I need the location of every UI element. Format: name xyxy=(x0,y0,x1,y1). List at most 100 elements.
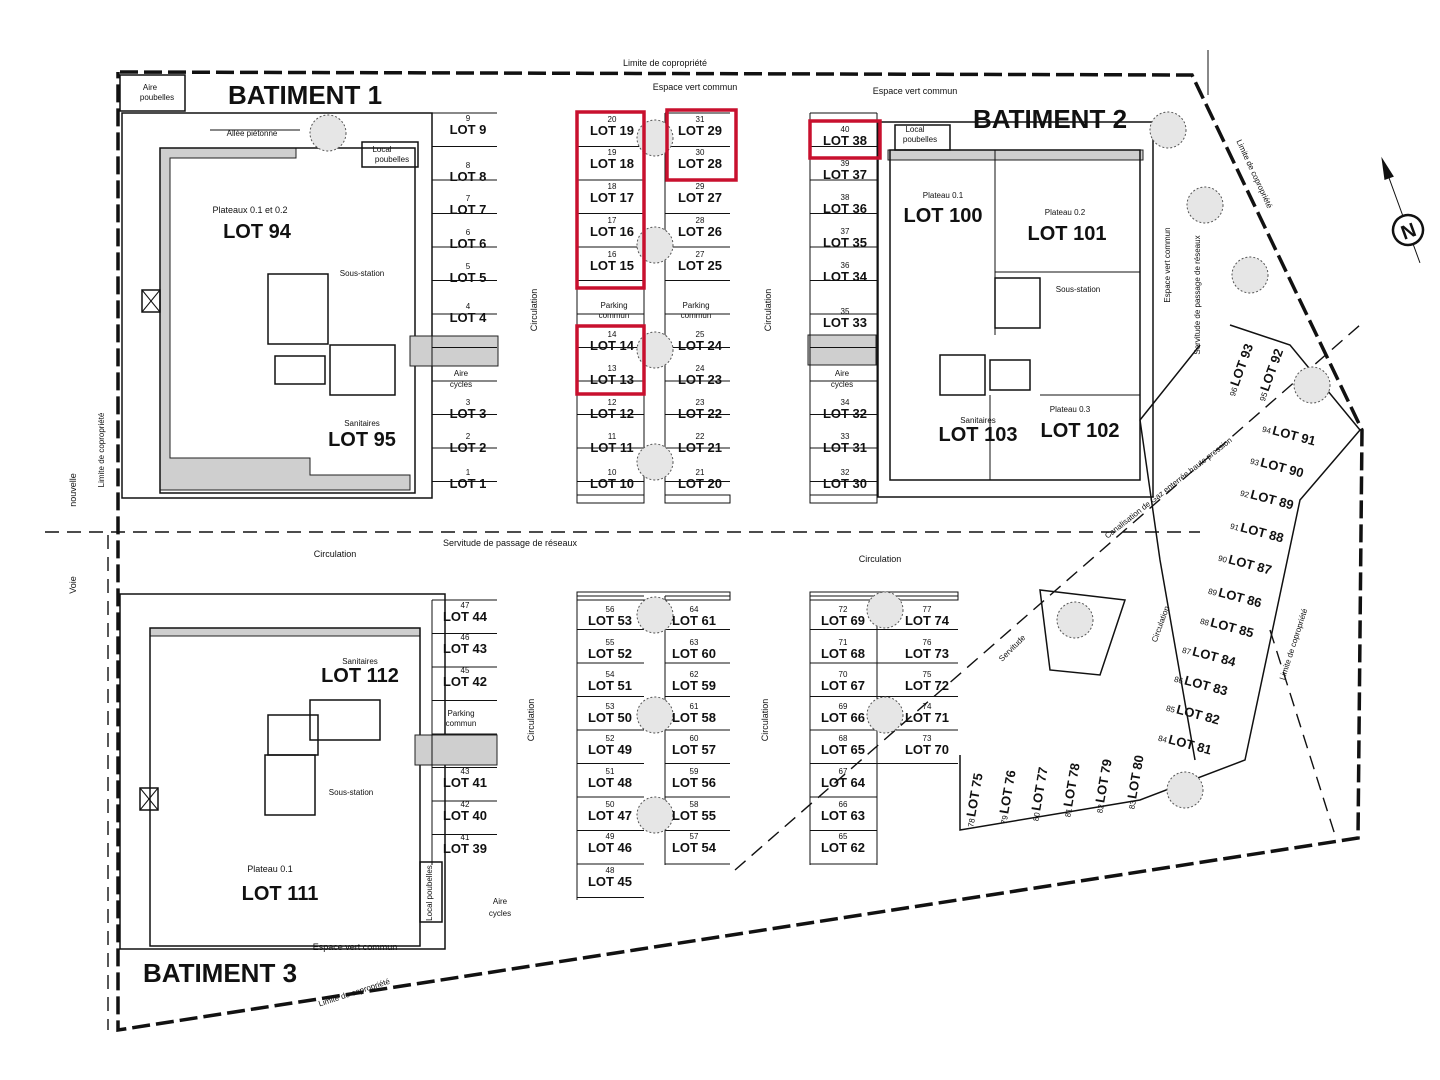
rotated-label: Local poubelles xyxy=(425,865,434,921)
plan-label: Parking xyxy=(447,709,474,718)
lot-number: 27 xyxy=(696,250,705,259)
lot-label: LOT 92 xyxy=(1257,347,1286,394)
lot-label: LOT 82 xyxy=(1175,702,1221,728)
plan-label: LOT 102 xyxy=(1041,420,1120,442)
lot-label: LOT 56 xyxy=(672,775,716,790)
lot-number: 64 xyxy=(690,605,699,614)
plan-label: poubelles xyxy=(375,155,409,164)
lot-highlight xyxy=(575,110,646,290)
plan-label: Plateau 0.1 xyxy=(247,864,293,874)
lot-number: 77 xyxy=(923,605,932,614)
plan-label: LOT 112 xyxy=(321,665,399,687)
lot-number: 89 xyxy=(1207,587,1218,598)
lot-label: LOT 64 xyxy=(821,775,866,790)
lot-number: 51 xyxy=(606,767,615,776)
lot-number: 53 xyxy=(606,702,615,711)
lot-number: 23 xyxy=(696,398,705,407)
lot-number: 41 xyxy=(461,833,470,842)
lot-number: 47 xyxy=(461,601,470,610)
lot-label: LOT 90 xyxy=(1259,455,1305,481)
lot-highlight xyxy=(665,108,738,182)
rotated-label: Circulation xyxy=(760,699,770,742)
building-3 xyxy=(119,593,498,950)
property-boundary xyxy=(116,70,1364,1033)
lot-number: 2 xyxy=(466,432,471,441)
plan-label: commun xyxy=(599,311,630,320)
tree-icon xyxy=(636,596,674,634)
rotated-label: Servitude de passage de réseaux xyxy=(1193,235,1202,354)
lot-number: 16 xyxy=(608,250,617,259)
plan-label: LOT 103 xyxy=(939,424,1018,446)
rotated-label: Circulation xyxy=(529,289,539,332)
tree-icon xyxy=(1166,771,1204,809)
plan-label: Servitude de passage de réseaux xyxy=(443,538,578,548)
plan-label: poubelles xyxy=(903,135,937,144)
lot-label: LOT 7 xyxy=(450,202,487,217)
road-lines xyxy=(45,50,1361,1030)
trees xyxy=(309,111,1331,834)
lot-number: 32 xyxy=(841,468,850,477)
lot-label: LOT 15 xyxy=(590,258,634,273)
lot-label: LOT 1 xyxy=(450,476,487,491)
tree-icon xyxy=(1293,366,1331,404)
plan-label: Circulation xyxy=(314,549,357,559)
north-label: N xyxy=(1398,219,1419,245)
plan-label: LOT 95 xyxy=(328,429,396,451)
lot-number: 20 xyxy=(608,115,617,124)
lot-number: 57 xyxy=(690,832,699,841)
tree-icon xyxy=(866,591,904,629)
lot-label: LOT 87 xyxy=(1227,552,1273,578)
lot-label: LOT 71 xyxy=(905,710,949,725)
lot-label: LOT 2 xyxy=(450,440,487,455)
plan-label: Espace vert commun xyxy=(873,86,958,96)
plan-label: Limite de copropriété xyxy=(623,58,707,68)
lot-number: 69 xyxy=(839,702,848,711)
lot-label: LOT 47 xyxy=(588,808,632,823)
lot-number: 84 xyxy=(1157,734,1168,745)
lot-number: 80 xyxy=(1031,811,1042,822)
plan-label: cycles xyxy=(831,380,853,389)
lot-label: LOT 44 xyxy=(443,609,488,624)
lot-label: LOT 5 xyxy=(450,270,487,285)
tree-icon xyxy=(1186,186,1224,224)
lot-number: 31 xyxy=(696,115,705,124)
lot-number: 78 xyxy=(966,817,977,828)
lot-number: 83 xyxy=(1127,799,1138,810)
lot-number: 92 xyxy=(1239,489,1250,500)
lot-label: LOT 42 xyxy=(443,674,487,689)
lot-number: 36 xyxy=(841,261,850,270)
lot-label: LOT 63 xyxy=(821,808,865,823)
plan-label: Parking xyxy=(682,301,709,310)
lot-label: LOT 79 xyxy=(1092,758,1114,804)
lot-number: 35 xyxy=(841,307,850,316)
plan-label: Parking xyxy=(600,301,627,310)
lot-label: LOT 26 xyxy=(678,224,722,239)
rotated-label: Circulation xyxy=(1150,605,1171,644)
lot-label: LOT 46 xyxy=(588,840,632,855)
highlighted-lots xyxy=(575,108,882,396)
plan-label: Sous-station xyxy=(329,788,373,797)
rotated-label: Circulation xyxy=(763,289,773,332)
lot-label: LOT 41 xyxy=(443,775,487,790)
plan-label: Plateaux 0.1 et 0.2 xyxy=(212,205,287,215)
lot-number: 91 xyxy=(1229,522,1240,533)
lot-number: 66 xyxy=(839,800,848,809)
plan-label: Sanitaires xyxy=(342,657,378,666)
plan-label: Allée piétonne xyxy=(227,129,278,138)
lot-number: 4 xyxy=(466,302,471,311)
lot-label: LOT 91 xyxy=(1271,423,1317,449)
lot-label: LOT 25 xyxy=(678,258,722,273)
rotated-label: Voie xyxy=(68,576,78,594)
lot-label: LOT 45 xyxy=(588,874,632,889)
tree-icon xyxy=(636,796,674,834)
lot-number: 34 xyxy=(841,398,850,407)
lot-highlight xyxy=(808,119,882,160)
plan-label: Plateau 0.1 xyxy=(923,191,964,200)
lot-label: LOT 17 xyxy=(590,190,634,205)
lot-number: 81 xyxy=(1063,807,1074,818)
lot-number: 75 xyxy=(923,670,932,679)
lot-label: LOT 78 xyxy=(1060,762,1082,808)
plan-label: cycles xyxy=(489,909,511,918)
plan-label: Espace vert commun xyxy=(313,942,398,952)
